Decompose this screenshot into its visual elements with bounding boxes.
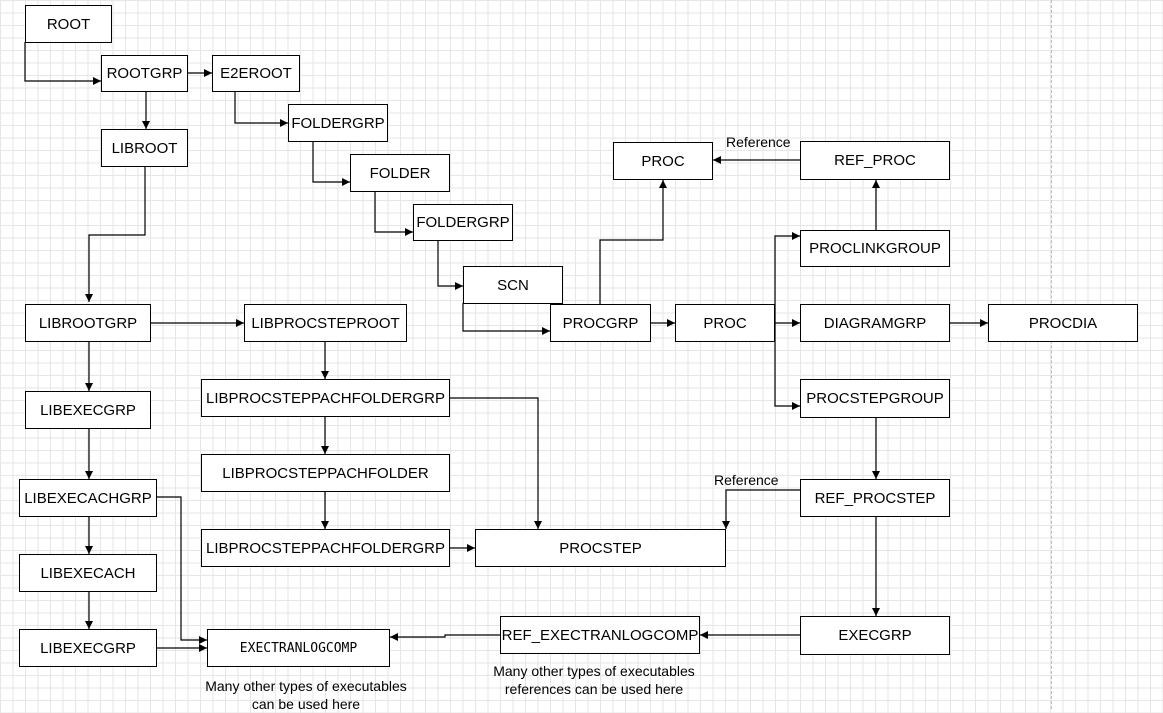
edge-proc-proclinkgroup	[774, 232, 800, 323]
edge-foldergrp-scn	[437, 241, 463, 290]
node-ref-proc[interactable]: REF_PROC	[800, 141, 950, 180]
node-libroot[interactable]: LIBROOT	[101, 129, 188, 167]
node-foldergrp-1[interactable]: FOLDERGRP	[288, 104, 388, 142]
edge-root-rootgrp	[24, 42, 101, 85]
node-execgrp[interactable]: EXECGRP	[800, 616, 950, 655]
node-proclinkgroup[interactable]: PROCLINKGROUP	[800, 230, 950, 267]
node-proc[interactable]: PROC	[675, 304, 775, 342]
node-ref-exectranlogcomp[interactable]: REF_EXECTRANLOGCOMP	[500, 616, 700, 654]
node-e2eroot[interactable]: E2EROOT	[212, 55, 300, 92]
edge-foldergrp-folder	[312, 142, 350, 186]
node-root[interactable]: ROOT	[25, 5, 112, 43]
note-references: Many other types of executables referenc…	[478, 662, 710, 698]
page-boundary-line	[1051, 0, 1052, 709]
node-librootgrp[interactable]: LIBROOTGRP	[25, 304, 151, 342]
edge-pachfoldergrp-procstep	[450, 397, 542, 529]
node-procstep[interactable]: PROCSTEP	[475, 529, 726, 567]
note-executables: Many other types of executables can be u…	[190, 677, 422, 713]
note-references-line1: Many other types of executables	[493, 663, 695, 679]
node-libprocsteproot[interactable]: LIBPROCSTEPROOT	[244, 304, 407, 342]
edge-proc-procstepgroup	[774, 323, 800, 410]
note-executables-line1: Many other types of executables	[205, 678, 407, 694]
node-libprocsteppachfoldergrp-2[interactable]: LIBPROCSTEPPACHFOLDERGRP	[201, 529, 450, 567]
node-ref-procstep[interactable]: REF_PROCSTEP	[800, 479, 950, 517]
node-exectranlogcomp[interactable]: EXECTRANLOGCOMP	[207, 629, 390, 667]
node-libexecach[interactable]: LIBEXECACH	[19, 554, 157, 592]
note-executables-line2: can be used here	[251, 696, 361, 712]
node-procdia[interactable]: PROCDIA	[988, 304, 1138, 342]
note-references-line2: references can be used here	[504, 681, 684, 697]
node-scn[interactable]: SCN	[463, 266, 563, 304]
node-libprocsteppachfolder[interactable]: LIBPROCSTEPPACHFOLDER	[201, 454, 450, 492]
node-procstepgroup[interactable]: PROCSTEPGROUP	[800, 379, 950, 418]
node-foldergrp-2[interactable]: FOLDERGRP	[413, 204, 513, 241]
node-libexecgrp-1[interactable]: LIBEXECGRP	[25, 391, 151, 429]
edge-folder-foldergrp	[374, 192, 413, 236]
reference-label-proc: Reference	[726, 134, 791, 150]
node-rootgrp[interactable]: ROOTGRP	[101, 55, 188, 92]
edge-procgrp-proctarget	[599, 180, 667, 304]
node-proc-target[interactable]: PROC	[613, 142, 713, 180]
node-libexecachgrp[interactable]: LIBEXECACHGRP	[19, 479, 157, 517]
node-procgrp[interactable]: PROCGRP	[550, 304, 651, 342]
edge-refprocstep-procstep	[722, 489, 800, 529]
edge-e2eroot-foldergrp	[234, 92, 288, 127]
node-diagramgrp[interactable]: DIAGRAMGRP	[800, 304, 950, 342]
edge-scn-procgrp	[462, 303, 550, 335]
node-libexecgrp-2[interactable]: LIBEXECGRP	[19, 629, 157, 667]
node-libprocsteppachfoldergrp-1[interactable]: LIBPROCSTEPPACHFOLDERGRP	[201, 379, 450, 417]
node-folder[interactable]: FOLDER	[350, 154, 450, 192]
edge-libexecachgrp-exectranlogcomp	[157, 496, 207, 644]
reference-label-procstep: Reference	[714, 472, 779, 488]
edge-libroot-librootgrp	[85, 167, 146, 302]
edge-refexec-exectranlogcomp	[390, 633, 500, 641]
